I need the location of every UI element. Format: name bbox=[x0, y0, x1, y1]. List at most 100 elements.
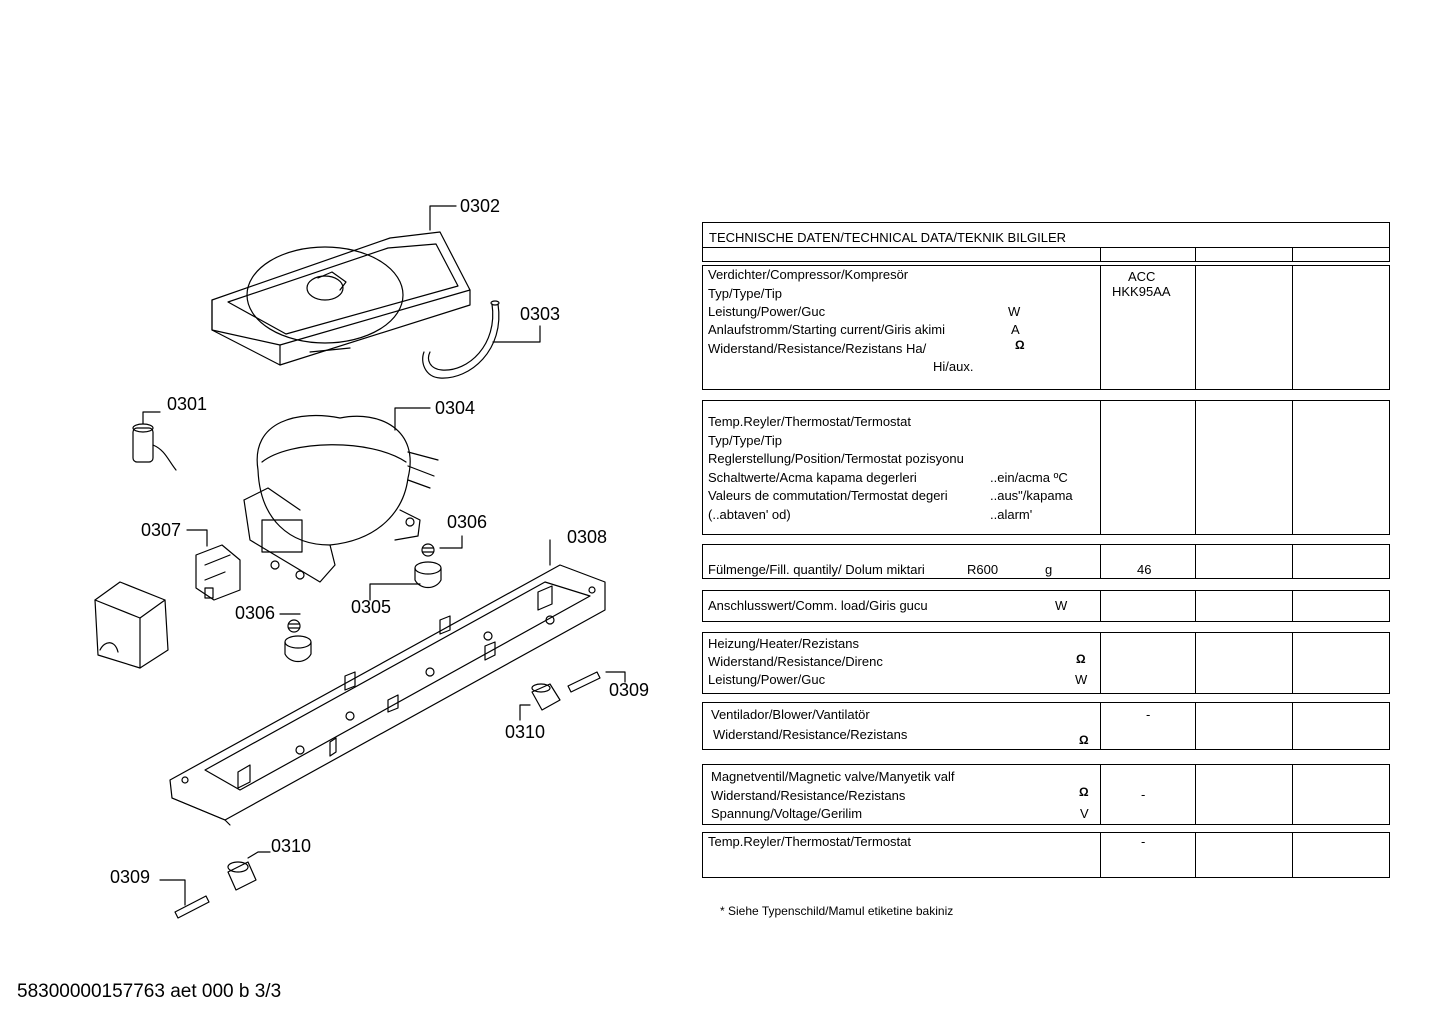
divider bbox=[1195, 590, 1196, 622]
compressor-0304 bbox=[243, 407, 439, 583]
divider bbox=[1100, 632, 1101, 694]
compressor-type-value: HKK95AA bbox=[1112, 284, 1171, 299]
compressor-block bbox=[702, 265, 1390, 390]
exploded-parts-drawing bbox=[94, 205, 626, 919]
table-title: TECHNISCHE DATEN/TECHNICAL DATA/TEKNIK B… bbox=[709, 230, 1067, 245]
divider bbox=[1195, 544, 1196, 579]
grommet-0306-top bbox=[421, 535, 463, 557]
thermostat-alarm-label: ..alarm' bbox=[990, 507, 1033, 522]
heater-ohm-unit: Ω bbox=[1076, 652, 1086, 666]
drip-tray-0302 bbox=[211, 205, 471, 366]
document-id: 58300000157763 aet 000 b 3/3 bbox=[17, 981, 282, 1002]
valve-voltage-label: Spannung/Voltage/Gerilim bbox=[711, 806, 863, 821]
compressor-current-label: Anlaufstromm/Starting current/Giris akim… bbox=[708, 322, 945, 337]
fill-quantity-block bbox=[702, 544, 1390, 579]
valve-ohm-unit: Ω bbox=[1079, 785, 1089, 799]
comm-load-block bbox=[702, 590, 1390, 622]
pin-0309-lower bbox=[159, 879, 210, 919]
divider bbox=[1195, 247, 1196, 262]
divider bbox=[1195, 702, 1196, 750]
blower-value: - bbox=[1146, 707, 1151, 722]
thermostat2-block bbox=[702, 832, 1390, 878]
fill-quantity-label: Fülmenge/Fill. quantily/ Dolum miktari bbox=[708, 562, 925, 577]
compressor-current-unit: A bbox=[1011, 322, 1020, 337]
divider bbox=[1292, 832, 1293, 878]
base-plate-0308 bbox=[169, 539, 606, 826]
heater-power-label: Leistung/Power/Guc bbox=[708, 672, 826, 687]
part-label-0306-bottom: 0306 bbox=[235, 603, 276, 623]
part-label-0307: 0307 bbox=[141, 520, 182, 540]
blower-label: Ventilador/Blower/Vantilatör bbox=[711, 707, 870, 722]
divider bbox=[1100, 544, 1101, 579]
part-label-0301: 0301 bbox=[167, 394, 208, 414]
divider bbox=[1195, 400, 1196, 535]
compressor-power-label: Leistung/Power/Guc bbox=[708, 304, 826, 319]
valve-value: - bbox=[1141, 787, 1146, 802]
divider bbox=[1100, 400, 1101, 535]
part-label-0309-upper: 0309 bbox=[609, 680, 650, 700]
divider bbox=[1292, 265, 1293, 390]
heater-block bbox=[702, 632, 1390, 694]
thermostat2-label: Temp.Reyler/Thermostat/Termostat bbox=[708, 834, 912, 849]
divider bbox=[702, 247, 1390, 248]
valve-volt-unit: V bbox=[1080, 806, 1089, 821]
part-label-0305: 0305 bbox=[351, 597, 392, 617]
relay-0307 bbox=[186, 529, 241, 601]
thermostat-switch-label: Schaltwerte/Acma kapama degerleri bbox=[708, 470, 917, 485]
part-label-0310-upper: 0310 bbox=[505, 722, 546, 742]
thermostat-abtaven-label: (..abtaven' od) bbox=[708, 507, 791, 522]
hose-0303 bbox=[422, 300, 541, 379]
divider bbox=[1195, 764, 1196, 825]
fill-value: 46 bbox=[1137, 562, 1152, 577]
thermostat-position-label: Reglerstellung/Position/Termostat pozisy… bbox=[708, 451, 964, 466]
compressor-make-value: ACC bbox=[1128, 269, 1156, 284]
compressor-power-unit: W bbox=[1008, 304, 1021, 319]
divider bbox=[1292, 247, 1293, 262]
divider bbox=[1100, 247, 1101, 262]
divider bbox=[1292, 632, 1293, 694]
divider bbox=[1292, 764, 1293, 825]
heater-label: Heizung/Heater/Rezistans bbox=[708, 636, 860, 651]
valve-resistance-label: Widerstand/Resistance/Rezistans bbox=[711, 788, 906, 803]
pin-0309-upper bbox=[567, 671, 626, 693]
divider bbox=[1195, 265, 1196, 390]
comm-load-label: Anschlusswert/Comm. load/Giris gucu bbox=[708, 598, 928, 613]
divider bbox=[1292, 590, 1293, 622]
thermostat-block bbox=[702, 400, 1390, 535]
thermostat2-value: - bbox=[1141, 834, 1146, 849]
heater-resistance-label: Widerstand/Resistance/Direnc bbox=[708, 654, 883, 669]
part-label-0303: 0303 bbox=[520, 304, 561, 324]
thermostat-type-label: Typ/Type/Tip bbox=[708, 433, 782, 448]
blower-block bbox=[702, 702, 1390, 750]
divider bbox=[1292, 702, 1293, 750]
comm-load-unit: W bbox=[1055, 598, 1068, 613]
divider bbox=[1292, 400, 1293, 535]
blower-resistance-label: Widerstand/Resistance/Rezistans bbox=[713, 727, 908, 742]
thermostat-label: Temp.Reyler/Thermostat/Termostat bbox=[708, 414, 912, 429]
part-label-0304: 0304 bbox=[435, 398, 476, 418]
compressor-row-label: Verdichter/Compressor/Kompresör bbox=[708, 267, 909, 282]
grommet-0306-bottom bbox=[279, 613, 301, 633]
capacitor-0301 bbox=[132, 411, 177, 471]
part-label-0306-top: 0306 bbox=[447, 512, 488, 532]
bushing-0305-top bbox=[414, 561, 442, 589]
refrigerant-label: R600 bbox=[967, 562, 999, 577]
table-title-block bbox=[702, 222, 1390, 262]
divider bbox=[1100, 832, 1101, 878]
fill-unit: g bbox=[1045, 562, 1053, 577]
divider bbox=[1195, 632, 1196, 694]
compressor-resistance-label: Widerstand/Resistance/Rezistans Ha/ bbox=[708, 341, 927, 356]
divider bbox=[1100, 764, 1101, 825]
magnetic-valve-block bbox=[702, 764, 1390, 825]
sleeve-0310-upper bbox=[519, 683, 561, 721]
heater-power-unit: W bbox=[1075, 672, 1088, 687]
relay-cover bbox=[94, 581, 169, 669]
thermostat-aus-label: ..aus"/kapama bbox=[990, 488, 1073, 503]
thermostat-ein-label: ..ein/acma ºC bbox=[990, 470, 1068, 485]
part-label-0310-lower: 0310 bbox=[271, 836, 312, 856]
sleeve-0310-lower bbox=[227, 851, 271, 891]
thermostat-valeurs-label: Valeurs de commutation/Termostat degeri bbox=[708, 488, 948, 503]
divider bbox=[1292, 544, 1293, 579]
compressor-ohm-unit: Ω bbox=[1015, 338, 1025, 352]
compressor-type-label: Typ/Type/Tip bbox=[708, 286, 782, 301]
